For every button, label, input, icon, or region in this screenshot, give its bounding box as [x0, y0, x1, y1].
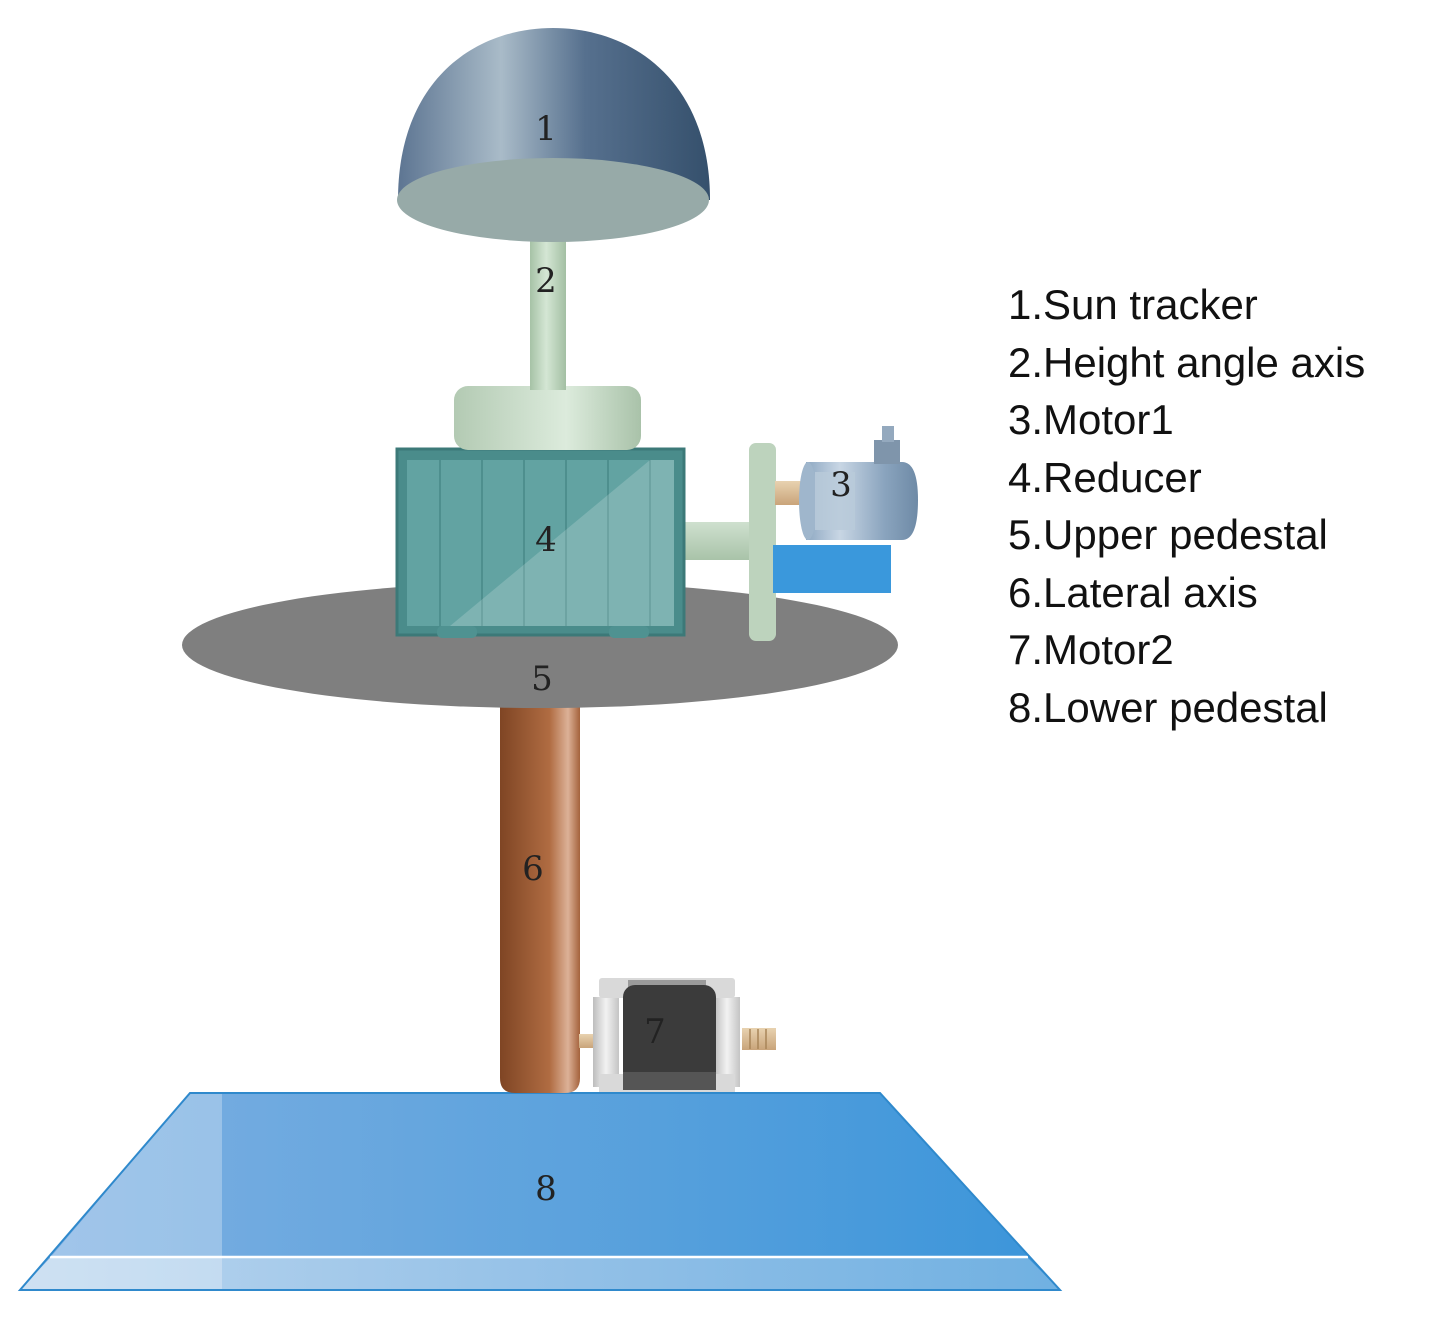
legend-item-motor1: 3.Motor1	[1008, 396, 1174, 443]
axis-collar	[454, 386, 641, 450]
legend-item-lower-pedestal: 8.Lower pedestal	[1008, 683, 1328, 731]
lower-pedestal	[17, 1092, 1063, 1291]
motor2	[579, 978, 776, 1092]
part-number-8: 8	[535, 1169, 557, 1209]
lateral-axis	[500, 700, 580, 1093]
legend-item-upper-pedestal: 5.Upper pedestal	[1008, 511, 1328, 558]
legend-item-reducer: 4.Reducer	[1008, 453, 1202, 501]
legend-item-lateral-axis: 6.Lateral axis	[1008, 568, 1258, 616]
sun-tracker	[397, 28, 710, 242]
part-number-2: 2	[535, 261, 557, 301]
height-angle-axis	[530, 215, 566, 390]
reducer	[395, 447, 686, 638]
part-number-7: 7	[644, 1012, 666, 1052]
part-number-5: 5	[531, 659, 553, 699]
motor1	[673, 426, 918, 641]
parts-legend: 1.Sun tracker 2.Height angle axis 3.Moto…	[1008, 276, 1365, 736]
part-number-4: 4	[535, 520, 557, 560]
upper-pedestal	[182, 582, 898, 708]
part-number-6: 6	[522, 849, 544, 889]
legend-item-sun-tracker: 1.Sun tracker	[1008, 281, 1258, 328]
part-number-3: 3	[830, 465, 852, 505]
legend-item-height-angle-axis: 2.Height angle axis	[1008, 338, 1366, 386]
part-number-1: 1	[535, 109, 557, 149]
legend-item-motor2: 7.Motor2	[1008, 626, 1174, 673]
